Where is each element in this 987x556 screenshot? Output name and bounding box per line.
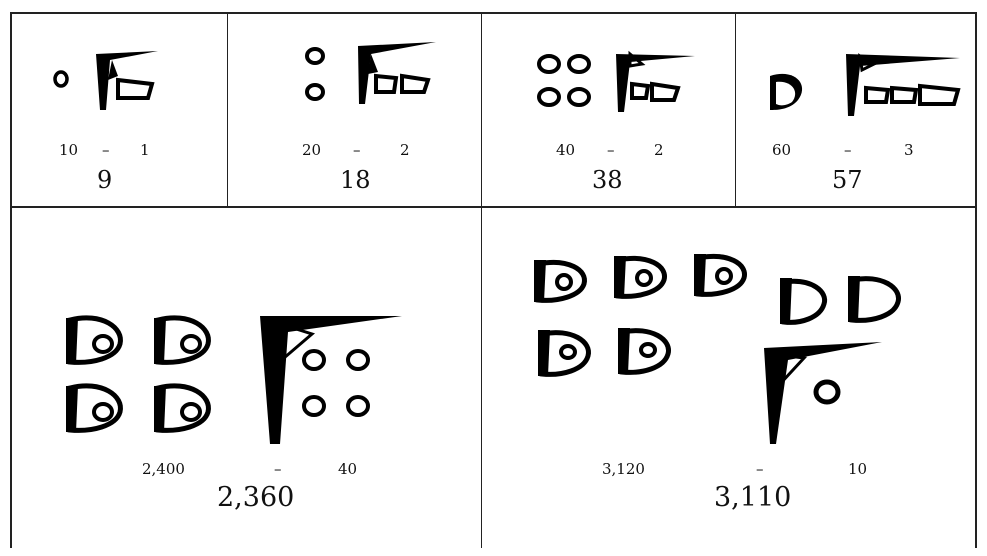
operator-label: – [844,141,852,159]
minuend-label: 40 [556,141,575,159]
subtrahend-label: 2 [654,141,664,159]
result-label: 18 [340,166,371,194]
result-label: 3,110 [714,482,791,513]
panel-5: 2,400 – 40 2,360 [12,208,481,548]
operator-label: – [607,141,615,159]
operator-label: – [353,141,361,159]
result-label: 57 [832,166,863,194]
border-right [975,12,977,548]
subtrahend-label: 2 [400,141,410,159]
minuend-label: 2,400 [142,460,185,478]
panel-1: 10 – 1 9 [12,14,227,206]
operator-label: – [274,460,282,478]
minuend-label: 60 [772,141,791,159]
operator-label: – [756,460,764,478]
result-label: 38 [592,166,623,194]
cuneiform-10-minus-1 [12,14,227,206]
subtrahend-label: 10 [848,460,867,478]
operator-label: – [102,141,110,159]
minuend-label: 3,120 [602,460,645,478]
subtrahend-label: 40 [338,460,357,478]
subtrahend-label: 1 [140,141,150,159]
panel-2: 20 – 2 18 [228,14,481,206]
minuend-label: 10 [59,141,78,159]
subtrahend-label: 3 [904,141,914,159]
panel-3: 40 – 2 38 [482,14,735,206]
panel-6: 3,120 – 10 3,110 [482,208,975,548]
panel-4: 60 – 3 57 [736,14,975,206]
result-label: 9 [97,166,112,194]
result-label: 2,360 [217,482,294,513]
minuend-label: 20 [302,141,321,159]
